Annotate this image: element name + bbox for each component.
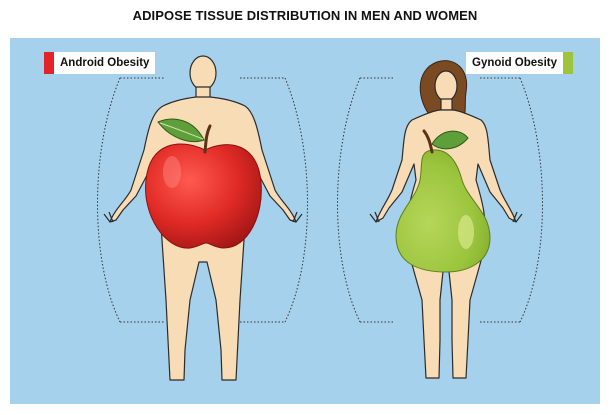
gynoid-color-swatch bbox=[563, 52, 573, 74]
android-color-swatch bbox=[44, 52, 54, 74]
android-obesity-text: Android Obesity bbox=[54, 52, 155, 74]
android-obesity-label: Android Obesity bbox=[44, 52, 155, 74]
gynoid-obesity-label: Gynoid Obesity bbox=[466, 52, 573, 74]
gynoid-obesity-text: Gynoid Obesity bbox=[466, 52, 563, 74]
